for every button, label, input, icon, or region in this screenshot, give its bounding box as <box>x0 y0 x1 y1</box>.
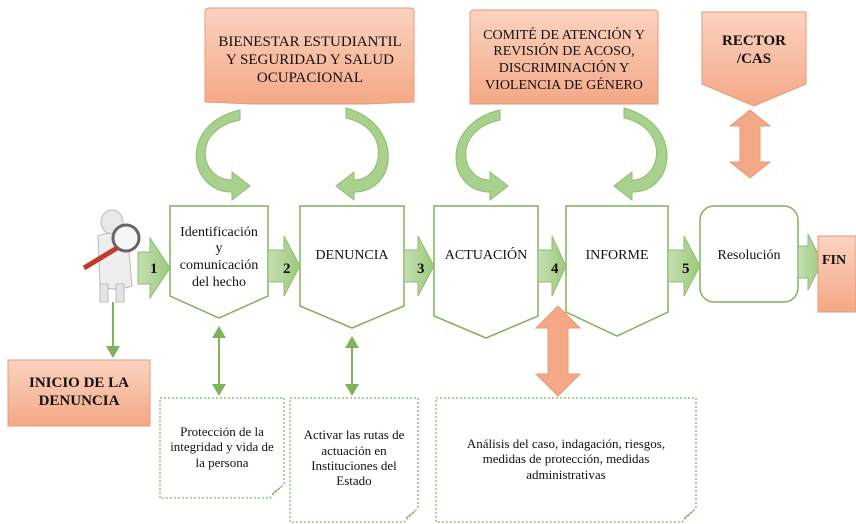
step-resolucion-label: Resolución <box>717 247 781 263</box>
note-rutas-text: Activar las rutas de actuación en Instit… <box>303 427 405 489</box>
step-box-informe <box>565 205 669 337</box>
note-proteccion-text: Protección de la integridad y vida de la… <box>170 424 274 470</box>
step-number-1: 1 <box>150 261 158 277</box>
step-box-identificacion <box>169 205 269 319</box>
curved-arrow-left-1 <box>195 109 251 202</box>
comite-label: COMITÉ DE ATENCIÓN Y REVISIÓN DE ACOSO, … <box>483 27 645 93</box>
start-connector-arrow <box>106 302 120 358</box>
rector-banner <box>701 11 807 107</box>
step-box-actuacion <box>433 205 539 339</box>
block-arrow-5 <box>667 235 701 297</box>
bienestar-label: BIENESTAR ESTUDIANTIL Y SEGURIDAD Y SALU… <box>218 34 402 86</box>
inicio-denuncia-label: INICIO DE LA DENUNCIA <box>28 375 130 409</box>
person-magnifier-icon <box>82 209 141 303</box>
note-fold-proteccion <box>271 486 282 495</box>
analisis-double-arrow <box>534 305 582 397</box>
note-fold-analisis <box>683 510 694 519</box>
curved-arrows <box>195 107 668 202</box>
step-actuacion-label: ACTUACIÓN <box>444 247 528 263</box>
step-number-2: 2 <box>283 261 291 277</box>
curved-arrow-right-1 <box>335 107 389 202</box>
fin-label: FIN <box>822 252 847 268</box>
curved-arrow-right-2 <box>613 107 668 202</box>
block-arrow-4 <box>537 235 567 297</box>
step-box-denuncia <box>299 205 405 329</box>
curved-arrow-left-2 <box>455 109 509 202</box>
block-arrow-6 <box>797 233 823 291</box>
step-number-4: 4 <box>551 261 559 277</box>
rutas-connector-arrow <box>345 336 359 396</box>
step-denuncia-label: DENUNCIA <box>315 247 389 263</box>
note-box-analisis <box>435 397 697 523</box>
note-analisis-text: Análisis del caso, indagación, riesgos, … <box>466 436 666 482</box>
bienestar-banner <box>204 7 415 105</box>
inicio-denuncia-box <box>7 359 151 427</box>
step-informe-label: INFORME <box>585 247 649 263</box>
fin-banner <box>817 235 856 313</box>
note-box-proteccion <box>159 397 285 499</box>
note-box-rutas <box>289 397 419 523</box>
block-arrow-1 <box>137 236 171 300</box>
rector-double-arrow <box>728 109 772 179</box>
step-number-5: 5 <box>682 261 690 277</box>
block-arrow-2 <box>267 235 301 297</box>
rector-label: RECTOR /CAS <box>722 33 786 67</box>
proteccion-connector-arrow <box>212 326 226 396</box>
block-arrow-3 <box>403 235 435 297</box>
step-identificacion-label: Identificación y comunicación del hecho <box>179 224 259 290</box>
step-number-3: 3 <box>417 261 425 277</box>
note-fold-rutas <box>405 510 416 519</box>
comite-banner <box>469 9 659 105</box>
